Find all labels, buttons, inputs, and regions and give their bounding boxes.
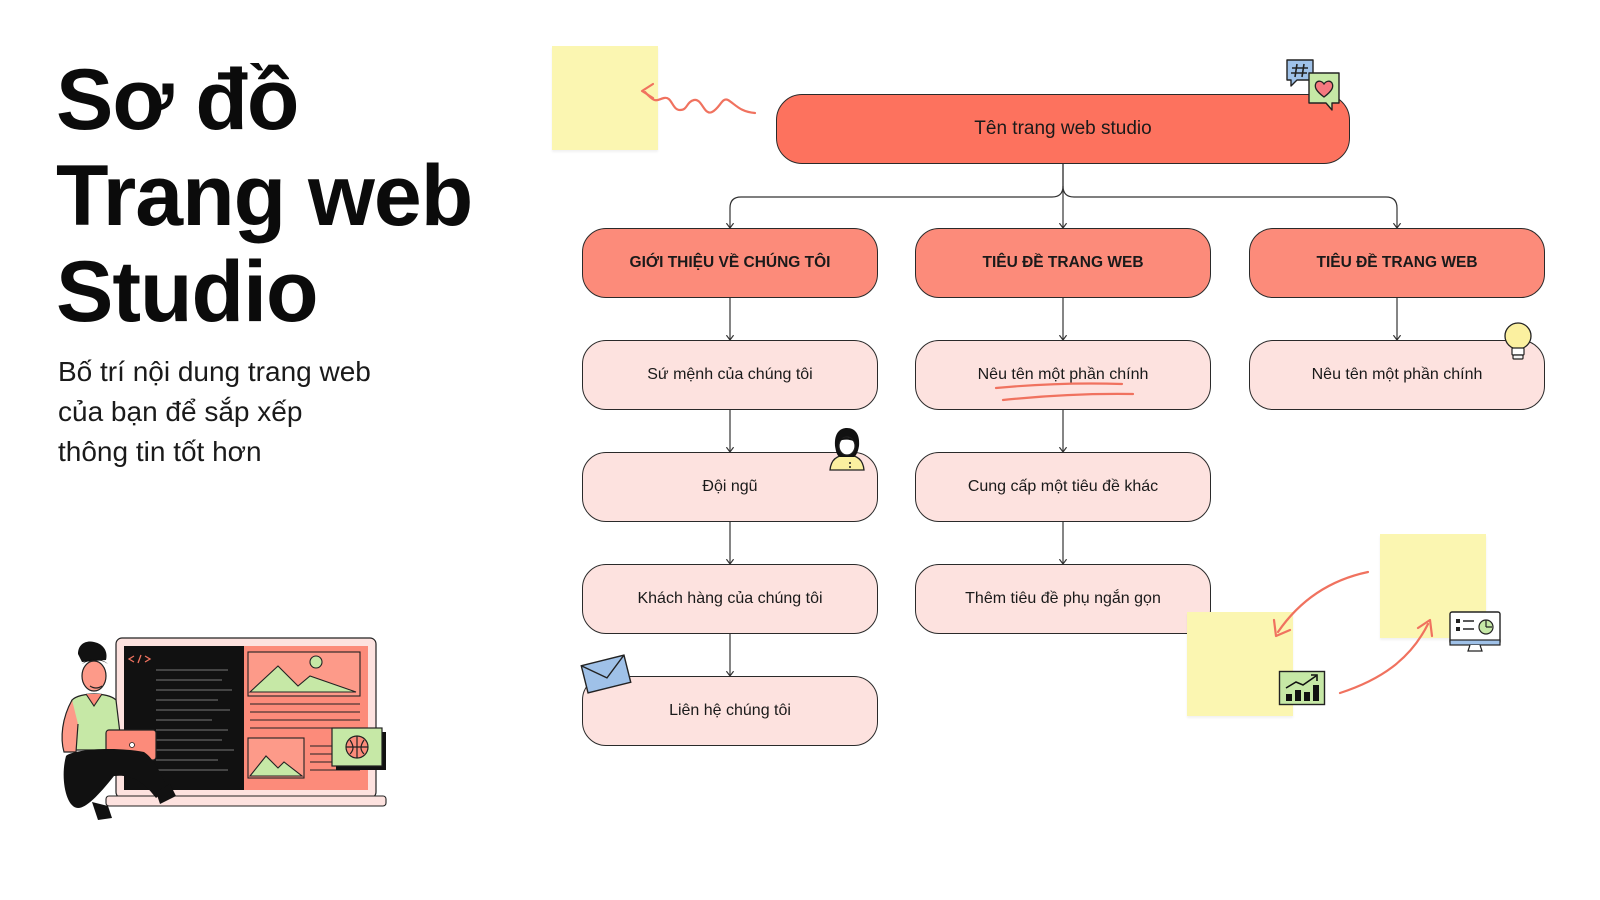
node-main-section-2: Nêu tên một phần chính <box>1249 340 1545 410</box>
subtitle-line-2: của bạn để sắp xếp <box>58 396 303 427</box>
subtitle-line-3: thông tin tốt hơn <box>58 436 262 467</box>
person-avatar-icon <box>829 428 865 471</box>
node-clients: Khách hàng của chúng tôi <box>582 564 878 634</box>
squiggle-arrow <box>643 90 757 115</box>
dashboard-monitor-icon <box>1449 611 1501 652</box>
node-other-title: Cung cấp một tiêu đề khác <box>915 452 1211 522</box>
hashtag-chat-icon <box>1286 59 1314 87</box>
node-contact: Liên hệ chúng tôi <box>582 676 878 746</box>
heading-about-us: GIỚI THIỆU VỀ CHÚNG TÔI <box>582 228 878 298</box>
heart-chat-icon <box>1308 72 1340 111</box>
title-line-3: Studio <box>56 244 319 340</box>
lightbulb-icon <box>1504 322 1532 360</box>
envelope-icon <box>580 654 632 694</box>
node-main-section: Nêu tên một phần chính <box>915 340 1211 410</box>
node-mission: Sứ mệnh của chúng tôi <box>582 340 878 410</box>
globe-icon <box>345 735 369 759</box>
node-team: Đội ngũ <box>582 452 878 522</box>
subtitle-line-1: Bố trí nội dung trang web <box>58 356 371 387</box>
growth-chart-icon <box>1278 670 1326 706</box>
developer-illustration <box>61 637 387 820</box>
heading-page-title-2: TIÊU ĐỀ TRANG WEB <box>1249 228 1545 298</box>
title-line-1: Sơ đồ <box>56 52 299 148</box>
page-subtitle: Bố trí nội dung trang web của bạn để sắp… <box>58 352 438 472</box>
code-icon <box>127 654 152 664</box>
root-node: Tên trang web studio <box>776 94 1350 164</box>
node-subtitle: Thêm tiêu đề phụ ngắn gọn <box>915 564 1211 634</box>
sticky-note-top <box>552 46 658 150</box>
page-title: Sơ đồ Trang web Studio <box>56 52 473 340</box>
heading-page-title-1: TIÊU ĐỀ TRANG WEB <box>915 228 1211 298</box>
title-line-2: Trang web <box>56 148 473 244</box>
